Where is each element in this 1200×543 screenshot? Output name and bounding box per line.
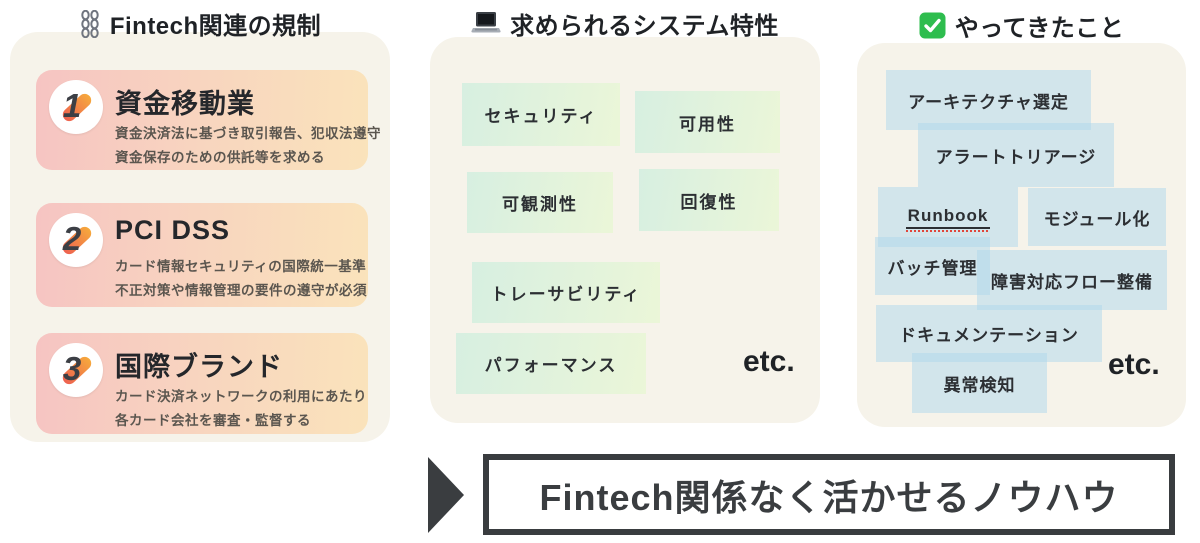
trait-tag-traceability: トレーサビリティ <box>472 262 660 323</box>
badge-number: 2 <box>62 220 82 257</box>
card-description-line: カード情報セキュリティの国際統一基準 <box>115 259 367 274</box>
card-description: カード情報セキュリティの国際統一基準 不正対策や情報管理の要件の遵守が必須 <box>115 255 367 303</box>
conclusion-banner: Fintech関係なく活かせるノウハウ <box>483 454 1175 535</box>
check-icon <box>919 12 946 39</box>
card-description-line: 各カード会社を審査・監督する <box>115 413 311 428</box>
card-description-line: 資金決済法に基づき取引報告、犯収法遵守 <box>115 126 381 141</box>
card-title: PCI DSS <box>115 215 231 245</box>
card-description: 資金決済法に基づき取引報告、犯収法遵守 資金保存のための供託等を求める <box>115 122 381 170</box>
badge-number: 1 <box>62 87 82 124</box>
laptop-icon <box>471 11 501 36</box>
trait-tag-observability: 可観測性 <box>467 172 613 233</box>
conclusion-banner-text: Fintech関係なく活かせるノウハウ <box>539 476 1119 518</box>
regulation-card-card-brands: 3 国際ブランド カード決済ネットワークの利用にあたり 各カード会社を審査・監督… <box>36 333 368 434</box>
done-tag-architecture-selection: アーキテクチャ選定 <box>886 70 1091 130</box>
done-tag-documentation: ドキュメンテーション <box>876 305 1102 362</box>
badge-number: 3 <box>62 350 82 387</box>
regulation-card-funds-transfer: 1 資金移動業 資金決済法に基づき取引報告、犯収法遵守 資金保存のための供託等を… <box>36 70 381 170</box>
arrow-right-triangle <box>428 457 464 533</box>
done-tag-incident-flow: 障害対応フロー整備 <box>977 250 1167 310</box>
number-badge: 3 <box>49 343 103 397</box>
accomplishments-panel: アーキテクチャ選定 アラートトリアージ Runbook モジュール化 バッチ管理… <box>857 43 1186 427</box>
card-description: カード決済ネットワークの利用にあたり 各カード会社を審査・監督する <box>115 385 367 433</box>
runbook-label: Runbook <box>905 206 991 232</box>
done-tag-anomaly-detection: 異常検知 <box>912 353 1047 413</box>
accomplishments-header-title: やってきたこと <box>954 15 1125 42</box>
regulations-panel: 1 資金移動業 資金決済法に基づき取引報告、犯収法遵守 資金保存のための供託等を… <box>10 32 390 442</box>
trait-tag-resilience: 回復性 <box>639 169 779 231</box>
card-description-line: 資金保存のための供託等を求める <box>115 150 325 165</box>
done-tag-modularization: モジュール化 <box>1028 188 1166 246</box>
number-badge: 1 <box>49 80 103 134</box>
card-description-line: カード決済ネットワークの利用にあたり <box>115 389 367 404</box>
done-tag-batch-management: バッチ管理 <box>875 237 990 295</box>
number-badge: 2 <box>49 213 103 267</box>
etc-label: etc. <box>743 345 795 378</box>
card-description-line: 不正対策や情報管理の要件の遵守が必須 <box>115 283 367 298</box>
system-traits-header-title: 求められるシステム特性 <box>510 13 779 40</box>
regulations-header-title: Fintech関連の規制 <box>109 13 322 40</box>
trait-tag-availability: 可用性 <box>635 91 780 153</box>
accomplishments-header: やってきたこと <box>857 8 1186 43</box>
card-title: 国際ブランド <box>115 352 283 382</box>
regulation-card-pci-dss: 2 PCI DSS カード情報セキュリティの国際統一基準 不正対策や情報管理の要… <box>36 203 368 307</box>
trait-tag-security: セキュリティ <box>462 83 620 146</box>
system-traits-header: 求められるシステム特性 <box>430 6 820 41</box>
done-tag-alert-triage: アラートトリアージ <box>918 123 1114 187</box>
card-title: 資金移動業 <box>115 89 255 119</box>
etc-label: etc. <box>1108 348 1160 381</box>
regulations-header: Fintech関連の規制 <box>10 6 390 41</box>
chains-icon <box>79 9 101 38</box>
system-traits-panel: セキュリティ 可用性 可観測性 回復性 トレーサビリティ パフォーマンス etc… <box>430 37 820 423</box>
trait-tag-performance: パフォーマンス <box>456 333 646 394</box>
